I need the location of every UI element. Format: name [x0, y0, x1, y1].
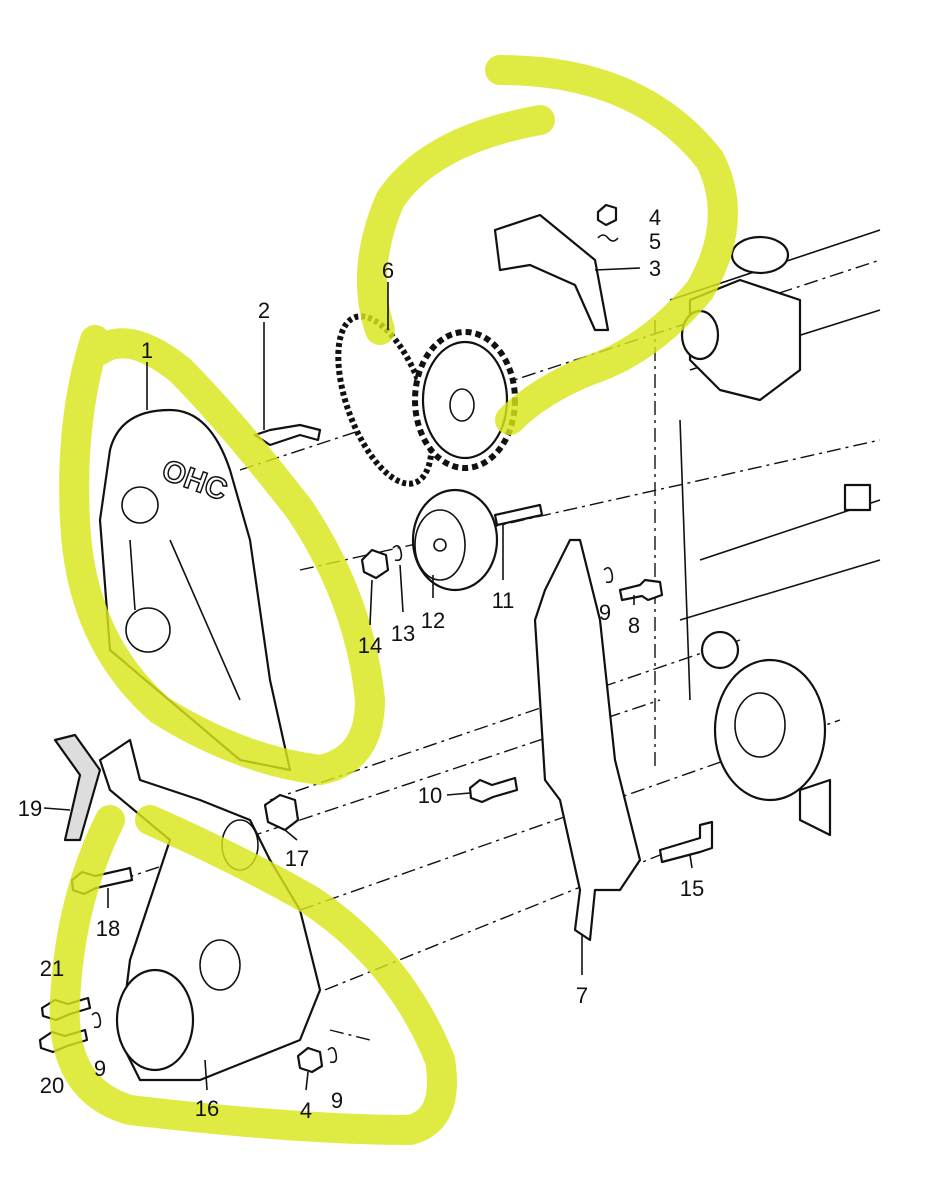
clip-2 — [253, 423, 322, 447]
callout-19: 19 — [18, 796, 42, 821]
washer-5 — [597, 234, 619, 242]
callout-8: 8 — [628, 613, 640, 638]
highlight-marks — [49, 55, 738, 1145]
stud-11 — [493, 503, 544, 527]
callout-3: 3 — [649, 256, 661, 281]
callout-17: 17 — [285, 846, 309, 871]
callout-1: 1 — [141, 338, 153, 363]
callout-12: 12 — [421, 608, 445, 633]
callout-20: 20 — [40, 1073, 64, 1098]
callout-21: 21 — [40, 956, 64, 981]
rear-timing-belt-guard — [493, 213, 610, 332]
nut-14 — [360, 548, 390, 580]
callout-9-lower-left: 9 — [94, 1056, 106, 1081]
callout-labels: 1 2 3 4 5 6 7 8 9 10 11 12 13 14 15 16 1… — [18, 205, 704, 1123]
callout-4-lower: 4 — [300, 1098, 312, 1123]
nut-4-top — [596, 203, 618, 227]
tensioner-pulley — [411, 488, 499, 592]
grommet-17 — [263, 793, 300, 832]
callout-6: 6 — [382, 258, 394, 283]
callout-11: 11 — [492, 588, 515, 613]
rear-cover-plate — [533, 538, 642, 942]
washer-13 — [392, 544, 403, 562]
bolt-15 — [658, 820, 714, 864]
seal-strip — [53, 733, 102, 842]
callout-9-plate: 9 — [599, 600, 611, 625]
washer-9 — [603, 566, 614, 584]
callout-5: 5 — [649, 229, 661, 254]
callout-13: 13 — [391, 621, 415, 646]
callout-2: 2 — [258, 298, 270, 323]
engine-block — [669, 229, 881, 837]
callout-10: 10 — [418, 783, 442, 808]
camshaft-sprocket — [412, 329, 518, 471]
callout-16: 16 — [195, 1096, 219, 1121]
bolt-10 — [468, 776, 519, 804]
washer-9-lower-right — [327, 1046, 338, 1064]
leader-lines — [43, 267, 693, 1091]
lower-timing-belt-cover — [98, 738, 322, 1082]
callout-9-lower-right: 9 — [331, 1088, 343, 1113]
nut-4-lower — [296, 1046, 324, 1074]
bolt-8 — [618, 578, 664, 602]
callout-15: 15 — [680, 876, 704, 901]
callout-7: 7 — [576, 983, 588, 1008]
callout-4-top: 4 — [649, 205, 661, 230]
callout-18: 18 — [96, 916, 120, 941]
washer-9-lower-left — [91, 1011, 102, 1029]
callout-14: 14 — [358, 633, 382, 658]
